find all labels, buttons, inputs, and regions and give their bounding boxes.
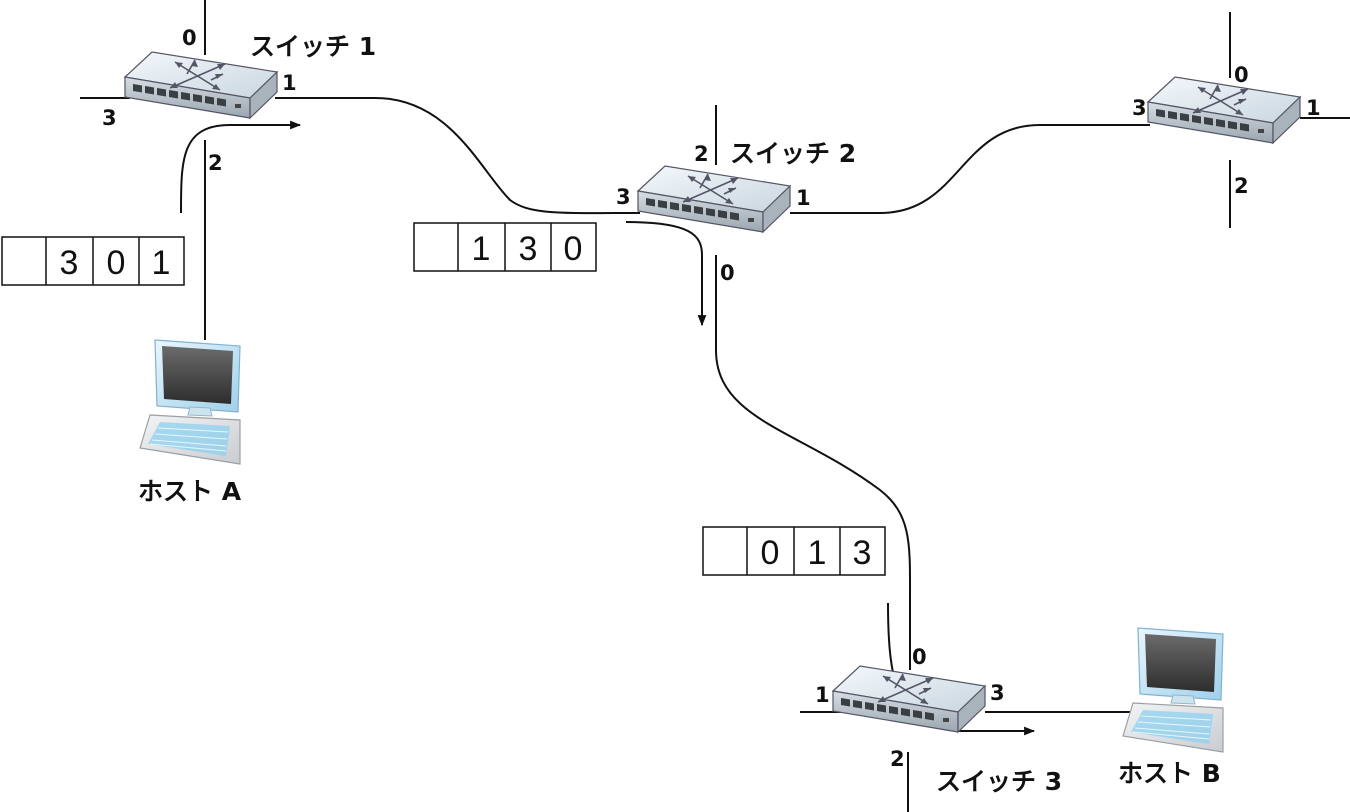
switch-2-title: スイッチ 2 [730, 139, 856, 168]
path-arrow-sw2 [625, 221, 707, 327]
header-2-cell-1: 1 [472, 230, 491, 268]
switch-3-icon [832, 665, 986, 733]
sw3-port0-label: 0 [912, 645, 927, 669]
switch-3-title: スイッチ 3 [936, 767, 1062, 796]
header-box-1: 3 0 1 [1, 236, 185, 286]
switch-4-icon [1147, 76, 1301, 144]
sw1-port1-label: 1 [282, 71, 297, 95]
sw1-port3-label: 3 [102, 106, 117, 130]
header-box-3: 0 1 3 [702, 526, 886, 576]
sw2-port3-label: 3 [616, 185, 631, 209]
host-b-label: ホスト B [1118, 759, 1221, 788]
sw3-port2-label: 2 [890, 747, 905, 771]
header-3-cell-3: 3 [853, 534, 872, 572]
header-1-cell-1: 3 [60, 244, 79, 282]
sw1-port2-label: 2 [208, 151, 223, 175]
sw4-port2-label: 2 [1234, 174, 1249, 198]
link-sw1-sw2 [275, 97, 641, 215]
header-box-2: 1 3 0 [413, 222, 597, 272]
link-sw2-sw4 [790, 124, 1150, 214]
header-3-cell-2: 1 [808, 534, 827, 572]
switch-1-title: スイッチ 1 [250, 32, 376, 61]
link-sw2-sw3 [715, 255, 912, 670]
sw4-port0-label: 0 [1234, 63, 1249, 87]
path-arrow-sw1 [180, 120, 302, 214]
sw4-port1-label: 1 [1306, 96, 1321, 120]
switch-2-icon [637, 165, 791, 233]
header-1-cell-3: 1 [152, 244, 171, 282]
sw2-port2-label: 2 [694, 142, 709, 166]
header-2-cell-2: 3 [519, 230, 538, 268]
host-a-icon [139, 339, 241, 465]
sw1-port0-label: 0 [182, 26, 197, 50]
header-2-cell-3: 0 [564, 230, 583, 268]
host-a-label: ホスト A [138, 477, 242, 506]
sw4-port3-label: 3 [1132, 96, 1147, 120]
sw2-port0-label: 0 [720, 261, 735, 285]
header-3-cell-1: 0 [761, 534, 780, 572]
switch-1-icon [124, 51, 278, 119]
sw3-port3-label: 3 [990, 681, 1005, 705]
host-b-icon [1122, 627, 1224, 753]
sw2-port1-label: 1 [796, 186, 811, 210]
sw3-port1-label: 1 [815, 683, 830, 707]
header-1-cell-2: 0 [107, 244, 126, 282]
